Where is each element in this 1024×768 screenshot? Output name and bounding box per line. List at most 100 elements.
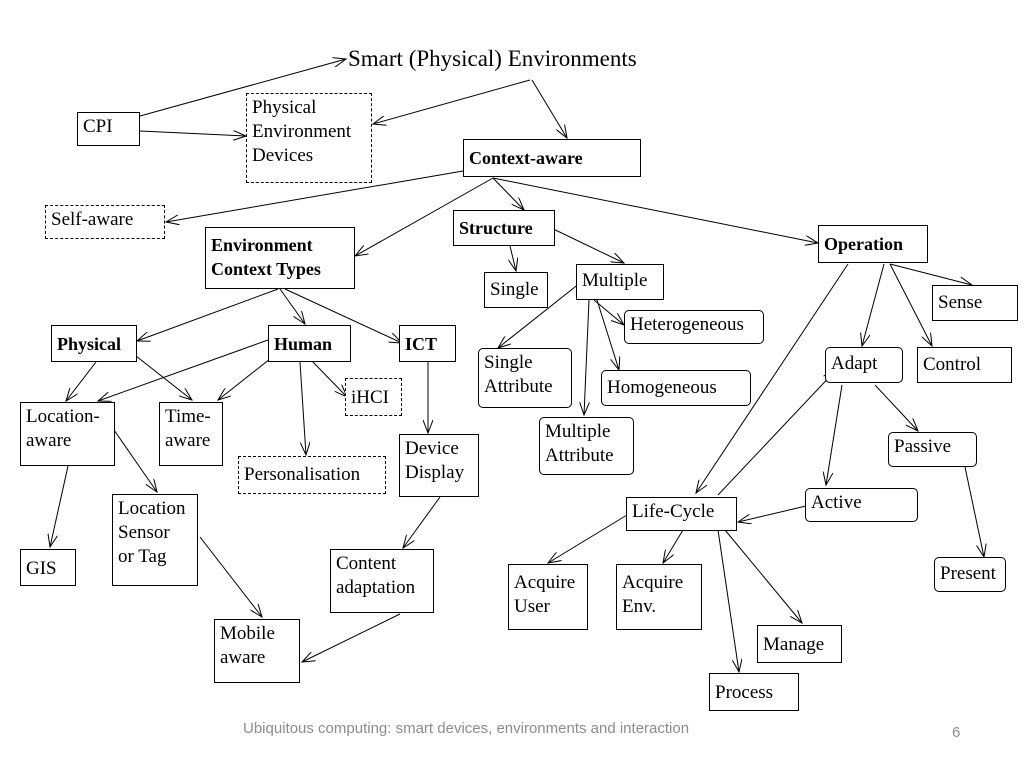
- node-multi-attr-line1: Multiple: [545, 421, 611, 442]
- node-present-label: Present: [940, 563, 996, 584]
- footer-caption: Ubiquitous computing: smart devices, env…: [243, 720, 690, 737]
- edge-multiple-homo: [596, 299, 619, 370]
- edge-context-operation: [492, 177, 818, 243]
- node-devices-line2: Environment: [252, 121, 352, 142]
- node-env-types-line1: Environment: [211, 235, 313, 255]
- node-time-aware-line1: Time-: [165, 406, 211, 427]
- node-acquire-env: Acquire Env.: [616, 564, 702, 630]
- node-single-attr-line2: Attribute: [484, 376, 553, 397]
- node-operation-label: Operation: [824, 234, 903, 254]
- node-physical: Physical: [51, 325, 137, 362]
- edge-location-sensor: [113, 429, 157, 492]
- node-self-aware-label: Self-aware: [51, 209, 134, 230]
- node-time-aware: Time- aware: [159, 402, 223, 466]
- edge-adapt-passive: [874, 384, 918, 431]
- node-adapt: Adapt: [825, 347, 903, 383]
- edge-envtypes-ict: [284, 288, 402, 343]
- node-active-label: Active: [811, 492, 862, 513]
- node-acq-user-line1: Acquire: [514, 572, 576, 593]
- node-cpi: CPI: [77, 112, 140, 146]
- node-mobile-aware: Mobile aware: [214, 619, 300, 683]
- node-device-display-line1: Device: [405, 438, 459, 459]
- node-process-label: Process: [715, 682, 774, 703]
- node-acq-user-line2: User: [514, 596, 550, 617]
- edge-active-adapt: [717, 370, 836, 496]
- node-heterogeneous-label: Heterogeneous: [630, 314, 744, 335]
- node-multiple-label: Multiple: [582, 270, 648, 291]
- node-multiple: Multiple: [576, 264, 664, 300]
- node-content-adaptation-line1: Content: [336, 553, 397, 574]
- node-ihci-label: iHCI: [351, 387, 389, 408]
- node-heterogeneous: Heterogeneous: [624, 310, 764, 344]
- node-content-adaptation-line2: adaptation: [336, 577, 416, 598]
- edge-multiple-hetero: [593, 299, 624, 325]
- node-passive-label: Passive: [894, 436, 951, 457]
- node-human: Human: [268, 325, 351, 362]
- node-multiple-attribute: Multiple Attribute: [539, 417, 634, 475]
- node-manage-label: Manage: [763, 634, 825, 655]
- node-homogeneous: Homogeneous: [601, 370, 751, 406]
- edge-lifecycle-manage: [724, 529, 802, 623]
- edge-context-self: [166, 170, 464, 222]
- node-cpi-label: CPI: [83, 116, 113, 137]
- edge-lifecycle-process: [717, 529, 739, 672]
- node-acq-env-line2: Env.: [622, 596, 657, 617]
- edge-context-structure: [492, 177, 524, 210]
- node-location-sensor-line2: Sensor: [118, 522, 170, 543]
- node-ict: ICT: [399, 325, 456, 362]
- node-device-display: Device Display: [399, 434, 479, 497]
- edge-multiple-single-attr: [498, 282, 581, 348]
- node-structure-label: Structure: [459, 218, 533, 238]
- edge-multiple-multi-attr: [584, 299, 589, 415]
- node-devices-line3: Devices: [252, 145, 314, 166]
- node-life-cycle-label: Life-Cycle: [632, 501, 715, 522]
- edge-location-gis: [50, 465, 69, 547]
- edge-active-lifecycle: [738, 505, 807, 522]
- node-time-aware-line2: aware: [165, 430, 211, 451]
- node-ict-label: ICT: [405, 334, 438, 354]
- edge-adapt-active: [826, 384, 843, 485]
- edge-structure-single: [510, 245, 516, 271]
- node-devices-line1: Physical: [252, 97, 317, 118]
- edge-smart-env-devices: [373, 79, 531, 124]
- edge-human-time: [218, 354, 276, 400]
- node-physical-label: Physical: [57, 334, 122, 354]
- node-control-label: Control: [923, 354, 982, 375]
- node-manage: Manage: [757, 625, 842, 663]
- page-number: 6: [952, 724, 961, 741]
- edge-physical-time: [135, 355, 192, 400]
- node-single-attribute: Single Attribute: [478, 348, 572, 408]
- node-human-label: Human: [274, 334, 333, 354]
- edge-operation-adapt: [862, 263, 885, 346]
- node-present: Present: [934, 557, 1006, 592]
- node-acquire-user: Acquire User: [508, 564, 588, 630]
- node-mobile-aware-line2: aware: [220, 647, 266, 668]
- edge-envtypes-physical: [137, 288, 279, 341]
- edge-cpi-devices: [140, 131, 246, 136]
- node-self-aware: Self-aware: [45, 205, 165, 239]
- edge-lifecycle-acq-user: [548, 514, 628, 563]
- node-location-aware-line2: aware: [26, 430, 72, 451]
- node-env-types-line2: Context Types: [211, 259, 321, 279]
- node-location-sensor-line3: or Tag: [118, 546, 167, 567]
- node-single-label: Single: [490, 279, 539, 300]
- node-adapt-label: Adapt: [831, 353, 878, 374]
- edge-smart-env-context: [531, 79, 567, 138]
- edge-operation-control: [889, 263, 932, 346]
- node-multi-attr-line2: Attribute: [545, 445, 614, 466]
- node-environment-context-types: Environment Context Types: [205, 227, 355, 289]
- node-mobile-aware-line1: Mobile: [220, 623, 275, 644]
- node-single-attr-line1: Single: [484, 352, 533, 373]
- node-sense: Sense: [932, 285, 1018, 321]
- node-homogeneous-label: Homogeneous: [607, 377, 717, 398]
- node-single: Single: [484, 272, 548, 308]
- edge-sensor-mobile: [199, 536, 262, 617]
- edge-cpi-smart-env: [140, 59, 346, 116]
- node-location-sensor-line1: Location: [118, 498, 186, 519]
- node-context-aware: Context-aware: [463, 139, 641, 177]
- edge-operation-sense: [889, 263, 972, 285]
- node-life-cycle: Life-Cycle: [626, 497, 737, 531]
- edge-lifecycle-acq-env: [663, 529, 684, 563]
- node-active: Active: [805, 488, 918, 522]
